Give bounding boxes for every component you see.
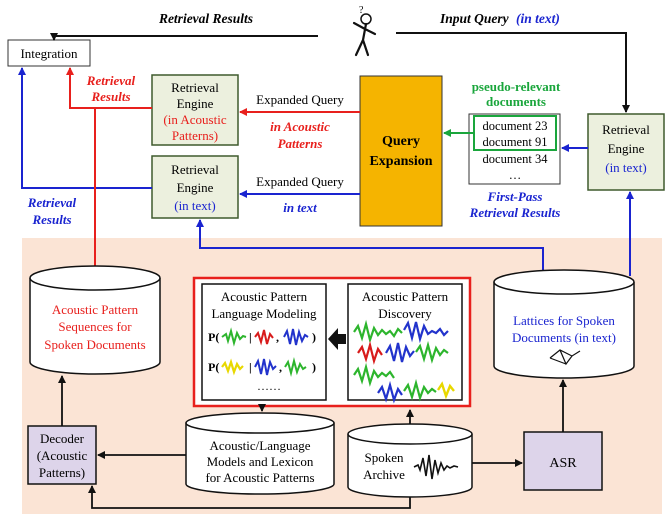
red-retrieval-results-arrow [66,67,152,109]
lattices-line2: Documents (in text) [512,330,616,345]
asr-label: ASR [549,456,577,471]
blue-retrieval-label-1: Retrieval [27,195,77,210]
expanded-query-1-label: Expanded Query [256,92,344,107]
engine-acoustic-line4: Patterns) [172,128,218,143]
in-acoustic-label-1: in Acoustic [270,119,330,134]
document-item: document 91 [483,135,548,149]
engine-text-right-line1: Retrieval [602,122,650,137]
expanded-query-2-label: Expanded Query [256,174,344,189]
engine-text-mid-line3: (in text) [174,198,216,213]
input-query-arrow [396,32,630,113]
engine-text-mid-line1: Retrieval [171,162,219,177]
integration-box [7,39,91,67]
document-item: document 34 [483,152,549,166]
top-retrieval-results-arrow [50,33,318,41]
query-expansion-line1: Query [382,134,420,149]
lm-line1: Acoustic Pattern [221,289,308,304]
pseudo-relevant-line1: pseudo-relevant [472,79,561,94]
first-pass-line1: First-Pass [487,189,543,204]
decoder-line1: Decoder [40,431,85,446]
document-item: … [509,168,522,182]
red-retrieval-label-2: Results [90,89,130,104]
blue-retrieval-label-2: Results [31,212,71,227]
asr-box [523,431,603,491]
archive-line2: Archive [363,467,405,482]
lm-bar-1: | [249,330,252,344]
lm-close-2: ) [312,360,316,374]
red-retrieval-label-1: Retrieval [86,73,136,88]
waveform-icon [284,357,307,377]
models-line3: for Acoustic Patterns [205,470,314,485]
engine-text-right-line3: (in text) [605,160,647,175]
lattices-cylinder [493,269,635,379]
engine-acoustic-line3: (in Acoustic [163,112,226,127]
engine-text-mid-line2: Engine [177,180,214,195]
blue-retrieval-results-arrow [18,67,152,189]
models-line1: Acoustic/Language [209,438,310,453]
in-acoustic-label-2: Patterns [278,136,323,151]
lm-line2: Language Modeling [211,306,317,321]
lm-bar-2: | [249,360,252,374]
retrieval-engine-text-mid [151,155,239,219]
engine-acoustic-line2: Engine [177,96,214,111]
discovery-to-lm-arrow [328,328,346,350]
archive-line1: Spoken [365,450,405,465]
lm-p1: P( [208,330,219,344]
waveform-icon [221,358,244,376]
lattices-to-mid-engine-arrow [196,219,544,270]
engine-acoustic-line1: Retrieval [171,80,219,95]
retrieval-engine-acoustic [151,74,239,146]
acoustic-sequences-cylinder [29,265,161,375]
retrieval-engine-text-right [587,113,665,191]
lattice-icon [549,349,581,366]
svg-text:?: ? [359,5,364,16]
lm-comma-1: , [276,330,279,344]
archive-waveform-icon [413,454,459,480]
lm-p2: P( [208,360,219,374]
document-item: document 23 [483,119,548,133]
waveform-icon [254,329,274,346]
svg-text:Input Query (in text): Input Query (in text) [439,11,560,26]
acoustic-sequences-line2: Sequences for [58,319,132,334]
models-line2: Models and Lexicon [207,454,314,469]
discovery-line2: Discovery [378,306,432,321]
lm-dots: …… [257,379,281,393]
query-expansion-box [359,75,443,227]
input-query-suffix: (in text) [516,11,560,26]
user-icon: ? [352,5,377,57]
archive-to-decoder-arrow [88,485,411,509]
lm-close-1: ) [312,330,316,344]
discovery-waveforms [353,319,455,404]
integration-label: Integration [20,46,78,61]
engine-text-right-line2: Engine [608,141,645,156]
pseudo-relevant-line2: documents [486,94,546,109]
top-retrieval-results-label: Retrieval Results [158,11,253,26]
lattices-line1: Lattices for Spoken [513,313,615,328]
waveform-icon [254,358,277,376]
input-query-label: Input Query [439,11,510,26]
waveform-icon [221,327,247,347]
decoder-line3: Patterns) [39,465,85,480]
discovery-box [347,283,463,401]
first-pass-line2: Retrieval Results [469,205,561,220]
acoustic-sequences-line3: Spoken Documents [44,337,145,352]
lm-comma-2: , [279,360,282,374]
waveform-icon [283,328,309,346]
acoustic-sequences-line1: Acoustic Pattern [52,302,139,317]
models-cylinder [185,412,335,495]
in-text-label: in text [283,200,317,215]
discovery-line1: Acoustic Pattern [362,289,449,304]
decoder-line2: (Acoustic [37,448,88,463]
query-expansion-line2: Expansion [369,154,432,169]
